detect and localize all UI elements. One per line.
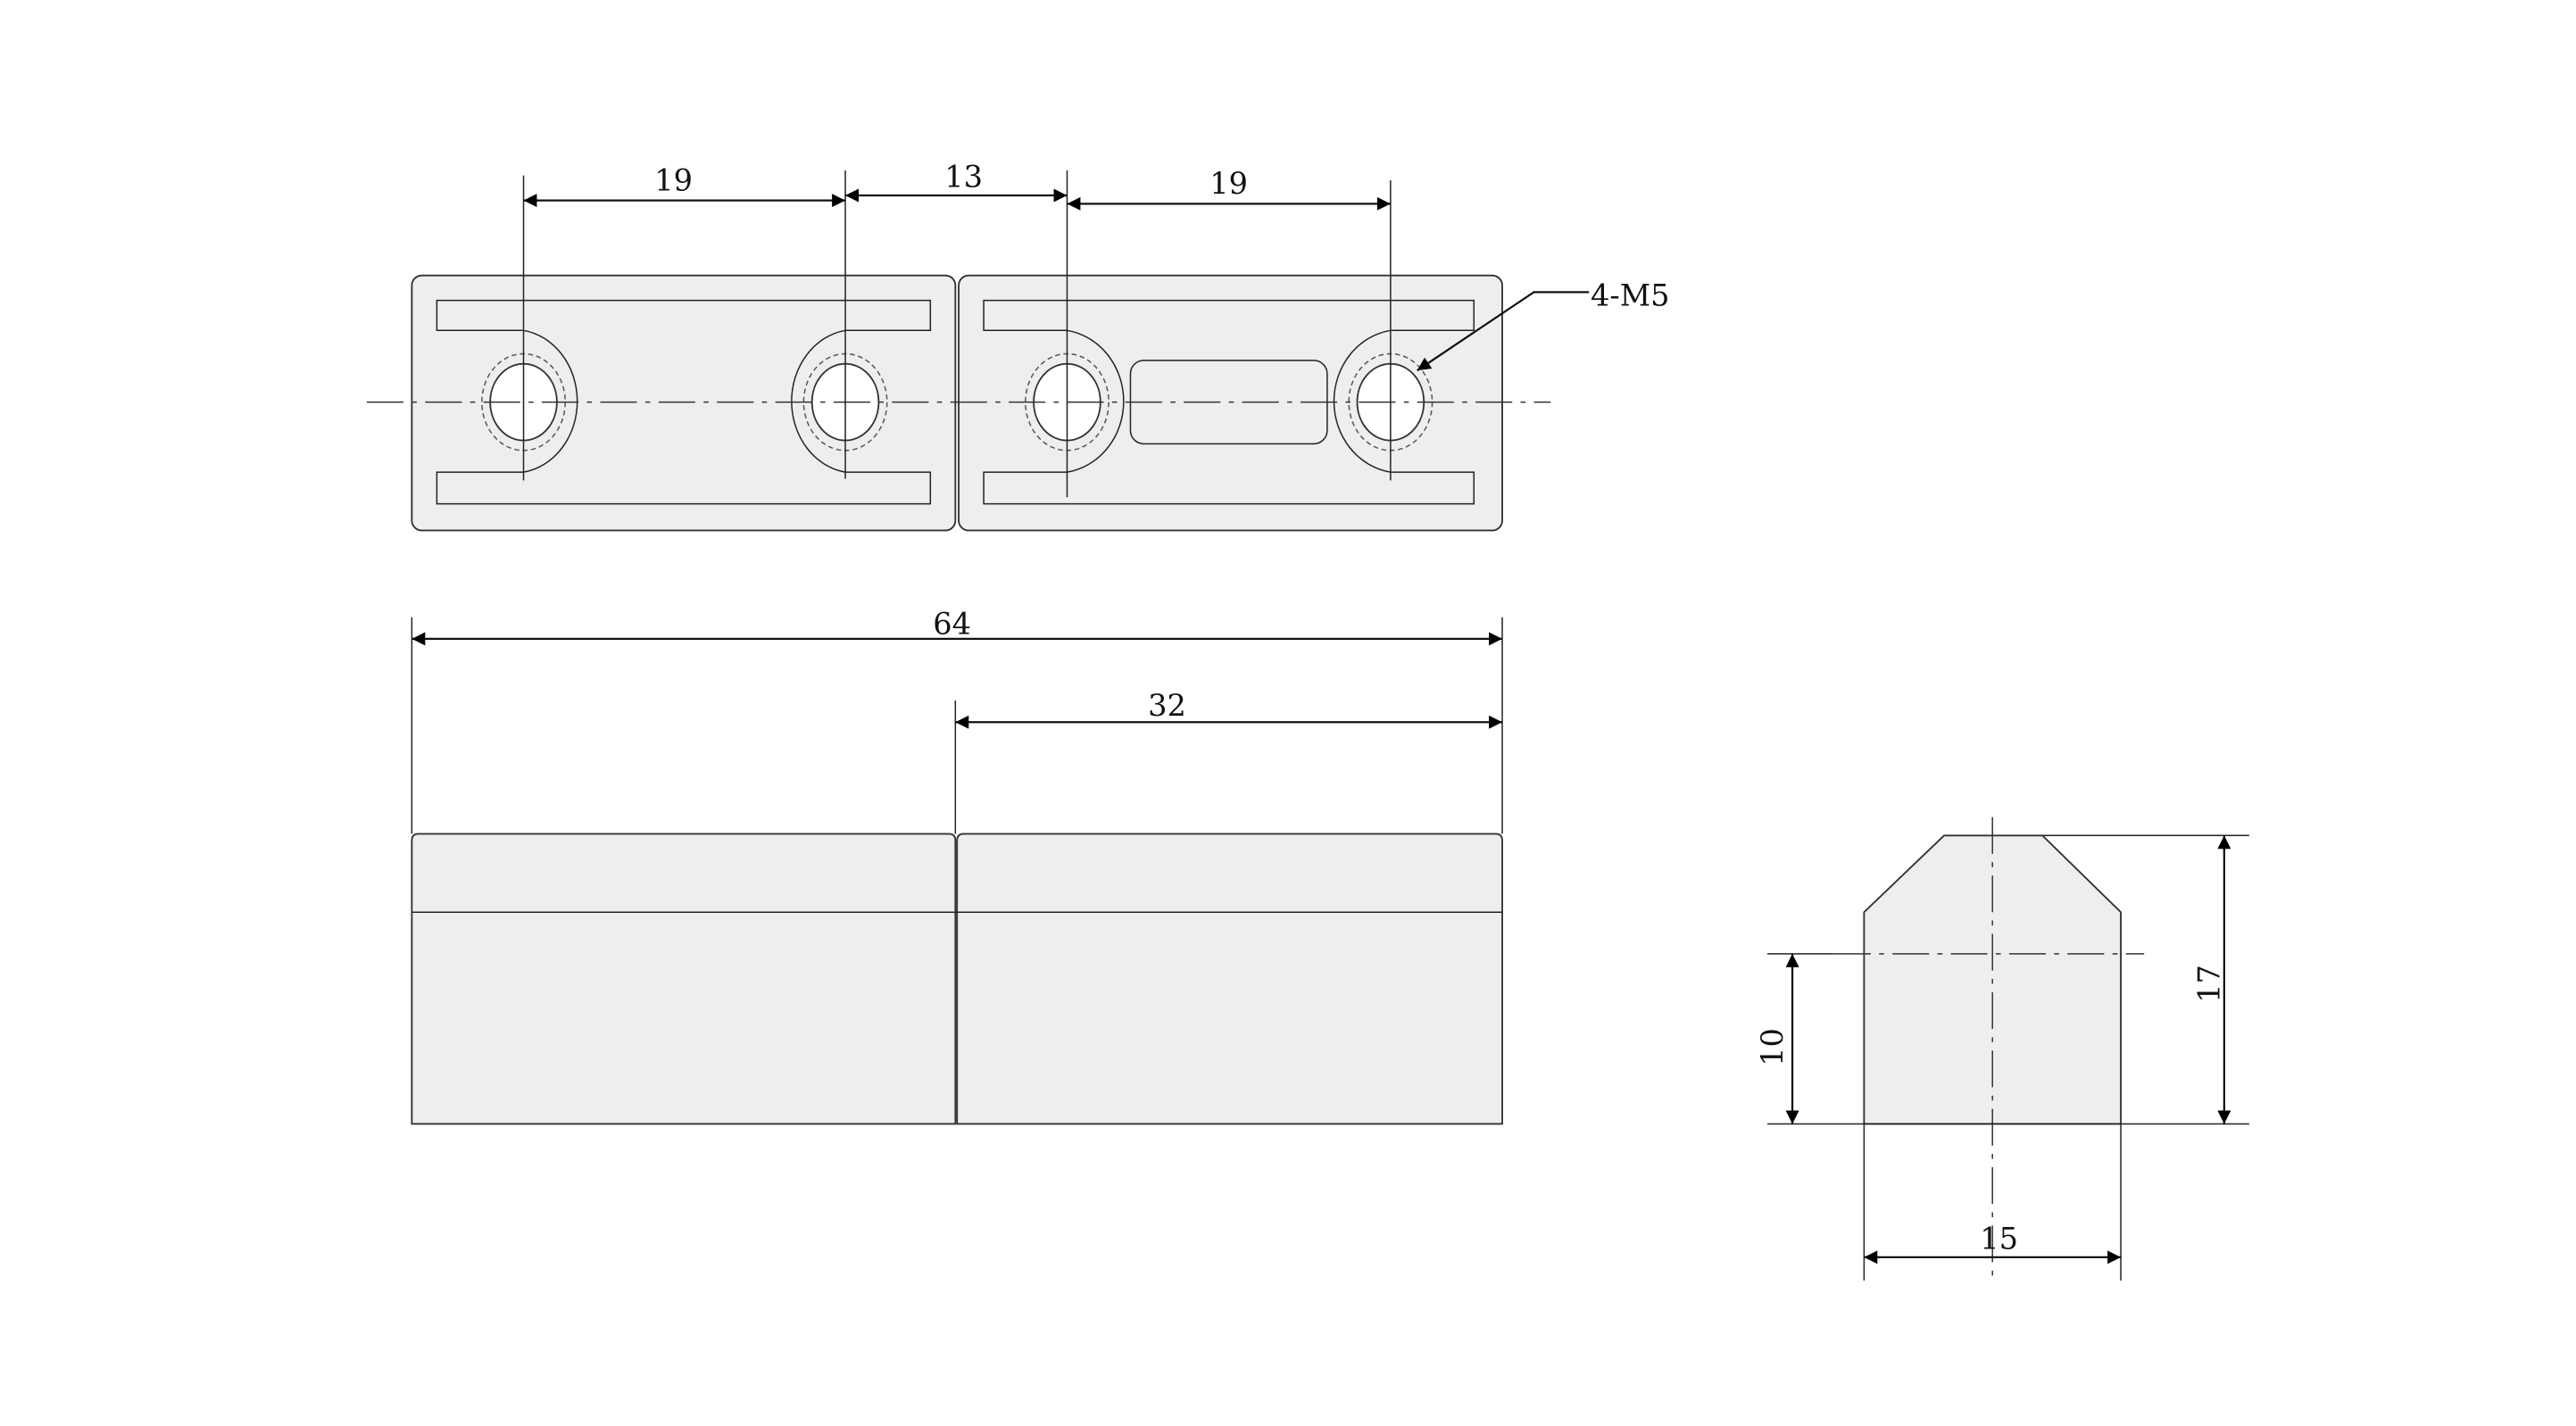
dim-label-15: 15	[1980, 1222, 2018, 1256]
top-block-left	[411, 274, 957, 532]
slot-outline-left	[436, 299, 932, 505]
dim-label-10: 10	[1755, 1028, 1790, 1066]
thread-callout: 4-M5	[1591, 278, 1670, 312]
dim-label-32: 32	[1148, 688, 1186, 723]
dim-label-13: 13	[944, 160, 983, 195]
front-block-right	[956, 833, 1503, 1125]
side-view: 17 10 15	[1755, 817, 2249, 1284]
front-view: 64 32	[411, 606, 1503, 1125]
slot-outline-right	[983, 299, 1475, 505]
leader-line	[1417, 291, 1590, 372]
front-block-left	[411, 833, 957, 1125]
dim-label-64: 64	[933, 606, 971, 641]
dim-label-17: 17	[2191, 965, 2226, 1003]
dim-label-19-right: 19	[1209, 166, 1248, 201]
dim-label-19-left: 19	[654, 162, 693, 197]
top-view: 19 13 19 4-M5	[366, 160, 1670, 532]
